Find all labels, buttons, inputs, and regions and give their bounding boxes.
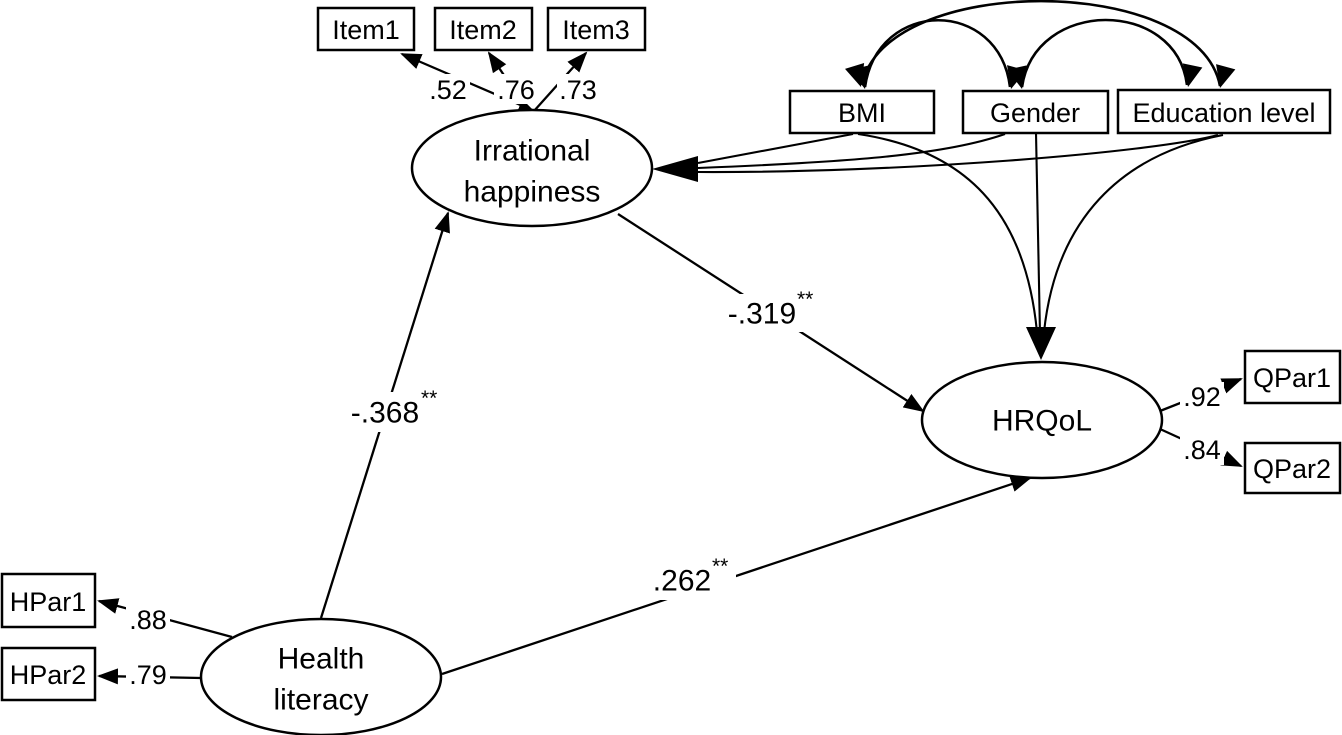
indicator-hpar2 — [0, 646, 97, 702]
coef-health-literacy-to-hrqol-sig: ** — [712, 555, 728, 578]
loading-label-item3-bg — [557, 74, 599, 104]
indicator-hpar2-label: HPar2 — [10, 660, 87, 690]
coef-irrational-happiness-to-hrqol: -.319 — [728, 298, 796, 331]
arrowhead-into-irrational-happiness — [652, 156, 698, 182]
loading-label-hpar2: .79 — [129, 660, 167, 690]
covariance-arc-bmi-gender — [863, 18, 1012, 88]
indicator-item2 — [433, 6, 534, 52]
loading-label-item2: .76 — [497, 75, 535, 105]
path-bmi-to-irrational-happiness — [697, 132, 854, 165]
covariate-gender-label: Gender — [990, 98, 1080, 128]
latent-health-literacy-label-line2: literacy — [273, 684, 368, 717]
indicator-item3-label: Item3 — [562, 15, 630, 45]
latent-health-literacy — [199, 617, 443, 735]
loading-label-qpar2: .84 — [1183, 435, 1221, 465]
loading-label-qpar1-bg — [1180, 382, 1224, 412]
coef-health-literacy-to-irrational-happiness-sig: ** — [421, 387, 437, 410]
covariate-bmi-label: BMI — [838, 98, 886, 128]
path-bmi-to-hrqol — [857, 132, 1039, 333]
indicator-item1 — [316, 6, 416, 52]
indicator-item1-label: Item1 — [332, 15, 400, 45]
coef-health-literacy-to-irrational-happiness: -.368 — [351, 397, 419, 430]
coef-irrational-happiness-to-hrqol-sig: ** — [797, 288, 813, 311]
loading-label-qpar1: .92 — [1183, 382, 1221, 412]
covariance-arc-gender-education — [1020, 18, 1189, 88]
path-gender-to-irrational-happiness — [697, 133, 1006, 170]
covariance-arc-bmi-education — [860, 0, 1222, 87]
indicator-item2-label: Item2 — [449, 15, 517, 45]
covariance-arrowhead-education-2 — [1216, 64, 1236, 88]
loading-label-hpar2-bg — [126, 660, 170, 690]
covariance-arrowhead-education-1 — [1182, 63, 1203, 87]
loading-label-hpar1: .88 — [129, 605, 167, 635]
coef-hl-hrqol-bg — [640, 558, 736, 600]
covariate-education-level — [1116, 88, 1332, 135]
path-education-to-irrational-happiness — [697, 133, 1219, 174]
path-education-to-hrqol — [1042, 133, 1224, 333]
loading-label-item2-bg — [494, 74, 538, 104]
covariate-bmi — [788, 89, 936, 135]
latent-hrqol-label: HRQoL — [992, 405, 1092, 438]
indicator-hpar1 — [0, 572, 97, 629]
coef-health-literacy-to-hrqol: .262 — [653, 565, 711, 598]
covariance-arrowhead-gender-2 — [1007, 65, 1027, 89]
loading-label-item1-bg — [426, 74, 470, 104]
latent-irrational-happiness-label-line2: happiness — [464, 176, 601, 209]
loading-label-qpar2-bg — [1180, 435, 1224, 465]
indicator-hpar1-label: HPar1 — [10, 587, 87, 617]
coef-ih-hrqol-bg — [714, 294, 818, 332]
latent-health-literacy-label-line1: Health — [278, 643, 365, 676]
covariance-arrowhead-bmi-2 — [845, 63, 865, 87]
covariate-gender — [961, 89, 1110, 135]
loading-label-item3: .73 — [559, 75, 597, 105]
arrowhead-into-hrqol-top — [1026, 327, 1056, 360]
latent-irrational-happiness — [410, 108, 654, 228]
latent-irrational-happiness-label-line1: Irrational — [474, 135, 591, 168]
coef-hl-ih-bg — [338, 392, 452, 432]
latent-hrqol — [920, 360, 1164, 480]
loading-label-hpar1-bg — [126, 605, 170, 635]
indicator-item3 — [546, 6, 647, 52]
path-gender-to-hrqol — [1034, 132, 1042, 335]
loading-label-item1: .52 — [429, 75, 467, 105]
indicator-qpar1-label: QPar1 — [1253, 363, 1331, 393]
covariate-education-level-label: Education level — [1132, 98, 1315, 128]
indicator-qpar1 — [1243, 349, 1342, 405]
indicator-qpar2 — [1243, 441, 1342, 495]
indicator-qpar2-label: QPar2 — [1253, 454, 1331, 484]
